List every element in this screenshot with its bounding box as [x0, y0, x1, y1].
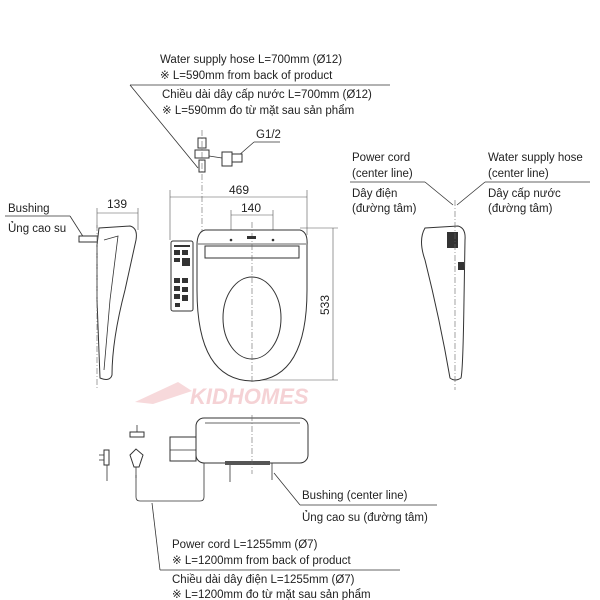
depth-dimension: 533 — [255, 227, 338, 381]
svg-text:Dây điện: Dây điện — [352, 188, 397, 200]
svg-text:Bushing: Bushing — [8, 203, 50, 215]
svg-text:Ủng cao su: Ủng cao su — [8, 222, 66, 235]
svg-text:Water supply hose L=700mm (Ø12: Water supply hose L=700mm (Ø12) — [160, 54, 342, 66]
svg-text:Power cord: Power cord — [352, 152, 410, 164]
svg-text:(đường tâm): (đường tâm) — [352, 203, 417, 215]
seat-bottom-view — [135, 415, 309, 502]
power-cord-note: Power cord L=1255mm (Ø7) ※ L=1200mm from… — [151, 502, 400, 600]
seat-side-view-left: Bushing Ủng cao su 139 — [5, 197, 139, 390]
svg-text:Ủng cao su (đường tâm): Ủng cao su (đường tâm) — [302, 511, 428, 524]
svg-text:139: 139 — [107, 197, 127, 211]
svg-text:533: 533 — [318, 295, 332, 315]
svg-text:Power cord L=1255mm (Ø7): Power cord L=1255mm (Ø7) — [172, 539, 318, 551]
seat-top-view — [196, 222, 308, 384]
svg-text:(center line): (center line) — [488, 168, 549, 180]
svg-text:KIDHOMES: KIDHOMES — [190, 384, 309, 409]
svg-text:Bushing (center line): Bushing (center line) — [302, 490, 408, 502]
svg-text:※ L=590mm from back of product: ※ L=590mm from back of product — [160, 70, 333, 82]
remote-control — [170, 240, 194, 312]
svg-text:G1/2: G1/2 — [256, 129, 281, 141]
svg-text:140: 140 — [241, 201, 261, 215]
svg-text:Chiều dài dây cấp nước L=700mm: Chiều dài dây cấp nước L=700mm (Ø12) — [162, 89, 372, 101]
svg-text:Chiều dài dây điện L=1255mm (Ø: Chiều dài dây điện L=1255mm (Ø7) — [172, 574, 355, 586]
width-dimension: 469 — [169, 183, 308, 240]
svg-text:Water supply hose: Water supply hose — [488, 152, 583, 164]
bushing-bottom-label: Bushing (center line) Ủng cao su (đường … — [273, 472, 437, 524]
svg-text:Dây cấp nước: Dây cấp nước — [488, 188, 561, 200]
water-hose-note: Water supply hose L=700mm (Ø12) ※ L=590m… — [129, 54, 390, 169]
seat-side-view-right: Power cord (center line) Dây điện (đường… — [350, 152, 590, 390]
svg-text:※ L=1200mm from back of produc: ※ L=1200mm from back of product — [172, 555, 352, 567]
water-fitting: G1/2 — [194, 129, 281, 236]
svg-text:※ L=1200mm đo từ mặt sau sản p: ※ L=1200mm đo từ mặt sau sản phẩm — [172, 589, 371, 600]
svg-text:(đường tâm): (đường tâm) — [488, 203, 553, 215]
svg-text:(center line): (center line) — [352, 168, 413, 180]
svg-text:469: 469 — [229, 183, 249, 197]
power-plug — [99, 425, 145, 481]
watermark-logo: KIDHOMES — [135, 382, 309, 409]
svg-text:※ L=590mm đo từ mặt sau sản ph: ※ L=590mm đo từ mặt sau sản phẩm — [162, 105, 354, 117]
